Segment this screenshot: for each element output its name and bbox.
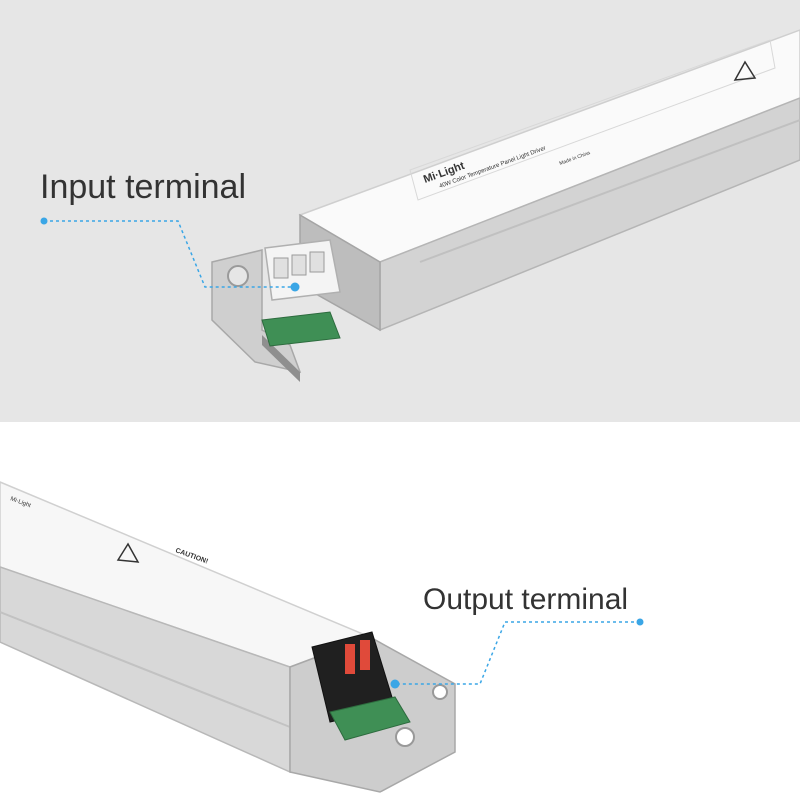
callout-end-dot: [390, 679, 400, 689]
circuit-board: [261, 311, 341, 347]
driver-output-end-illustration: CAUTION! Mi·Light: [0, 481, 644, 793]
mounting-hole: [432, 684, 448, 700]
input-callout-line: [44, 220, 295, 288]
mounting-hole: [395, 727, 415, 747]
circuit-board: [329, 696, 411, 741]
warning-triangle-icon: [733, 60, 757, 81]
warning-triangle-icon: [116, 542, 140, 563]
driver-input-end-illustration: Mi·Light 40W Color Temperature Panel Lig…: [40, 29, 800, 382]
output-terminal-label: Output terminal: [423, 583, 629, 616]
output-callout-line: [395, 621, 640, 685]
terminal-lever-red: [360, 640, 370, 670]
terminal-lever-red: [345, 644, 355, 674]
input-terminal-label: Input terminal: [40, 168, 246, 206]
output-terminal-panel: CAUTION! Mi·Light Output terminal: [0, 422, 800, 800]
input-terminal-panel: Mi·Light 40W Color Temperature Panel Lig…: [0, 0, 800, 422]
mounting-hole: [227, 265, 249, 287]
callout-end-dot: [290, 282, 300, 292]
